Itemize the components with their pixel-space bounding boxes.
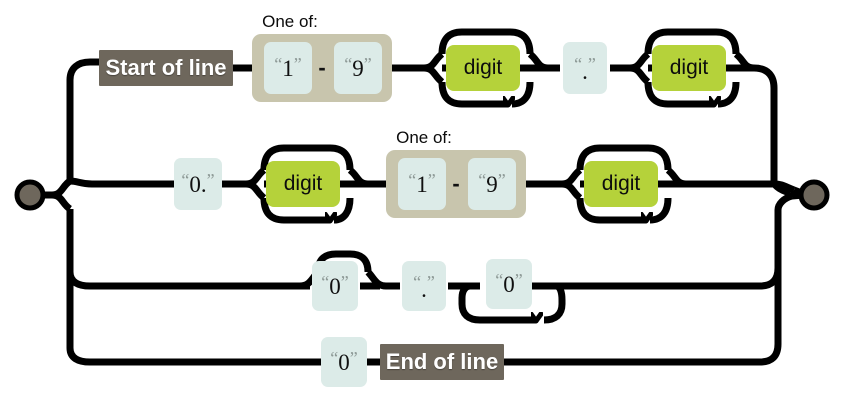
- nonterminal-digit-row1-a[interactable]: digit: [446, 45, 520, 91]
- nonterminal-label: digit: [669, 56, 709, 79]
- literal-dot-row1[interactable]: “.”: [563, 42, 607, 94]
- start-of-line-label: Start of line: [105, 55, 227, 80]
- quote-close: ”: [426, 272, 435, 292]
- quote-open: “: [181, 170, 190, 190]
- quote-close: ”: [363, 54, 372, 74]
- range-dash-row2: -: [452, 171, 460, 196]
- quote-open: “: [495, 270, 504, 290]
- literal-1-row1[interactable]: “1”: [264, 42, 312, 94]
- quote-open: “: [574, 54, 583, 74]
- literal-zero-dot-row2[interactable]: “0.”: [174, 158, 222, 210]
- literal-value: 1: [416, 171, 428, 197]
- literal-zero-row3-b[interactable]: “0”: [486, 259, 532, 309]
- quote-open: “: [478, 170, 487, 190]
- start-circle-shape: [14, 179, 46, 211]
- quote-close: ”: [427, 170, 436, 190]
- nonterminal-label: digit: [463, 56, 503, 79]
- literal-9-row2[interactable]: “9”: [468, 158, 516, 210]
- quote-open: “: [408, 170, 417, 190]
- quote-open: “: [413, 272, 422, 292]
- end-of-line-anchor[interactable]: End of line: [380, 344, 504, 380]
- end-of-line-label: End of line: [385, 349, 499, 374]
- rail-to-row1: [66, 58, 100, 181]
- quote-close: ”: [206, 170, 215, 190]
- literal-value: 9: [352, 55, 364, 81]
- literal-zero-row3-a[interactable]: “0”: [312, 261, 358, 311]
- literal-dot-row3[interactable]: “.”: [402, 261, 446, 311]
- nonterminal-digit-row2-b[interactable]: digit: [584, 161, 658, 207]
- nonterminal-label: digit: [283, 172, 323, 195]
- rail-to-row4: [66, 209, 330, 366]
- one-of-label-row1: One of:: [262, 12, 318, 31]
- rail-to-row3: [66, 209, 300, 290]
- literal-value: .: [421, 276, 427, 302]
- quote-open: “: [274, 54, 283, 74]
- quote-open: “: [321, 272, 330, 292]
- literal-value: .: [582, 58, 588, 84]
- rail-to-row2: [69, 177, 175, 188]
- quote-close: ”: [587, 54, 596, 74]
- end-circle-shape: [798, 179, 830, 211]
- literal-value: 0: [338, 349, 350, 375]
- literal-value: 1: [282, 55, 294, 81]
- rail-row1-to-end: [753, 64, 778, 181]
- quote-open: “: [344, 54, 353, 74]
- quote-open: “: [330, 348, 339, 368]
- quote-close: ”: [497, 170, 506, 190]
- nonterminal-digit-row1-b[interactable]: digit: [652, 45, 726, 91]
- literal-value: 9: [486, 171, 498, 197]
- literal-value: 0: [503, 271, 515, 297]
- start-of-line-anchor[interactable]: Start of line: [99, 50, 233, 86]
- literal-value: 0.: [189, 171, 207, 197]
- quote-close: ”: [293, 54, 302, 74]
- literal-1-row2[interactable]: “1”: [398, 158, 446, 210]
- quote-close: ”: [340, 272, 349, 292]
- quote-close: ”: [514, 270, 523, 290]
- nonterminal-label: digit: [601, 172, 641, 195]
- literal-value: 0: [329, 273, 341, 299]
- literal-zero-row4[interactable]: “0”: [321, 337, 367, 387]
- quote-close: ”: [349, 348, 358, 368]
- literal-9-row1[interactable]: “9”: [334, 42, 382, 94]
- nonterminal-digit-row2-a[interactable]: digit: [266, 161, 340, 207]
- one-of-label-row2: One of:: [396, 128, 452, 147]
- range-dash-row1: -: [318, 55, 326, 80]
